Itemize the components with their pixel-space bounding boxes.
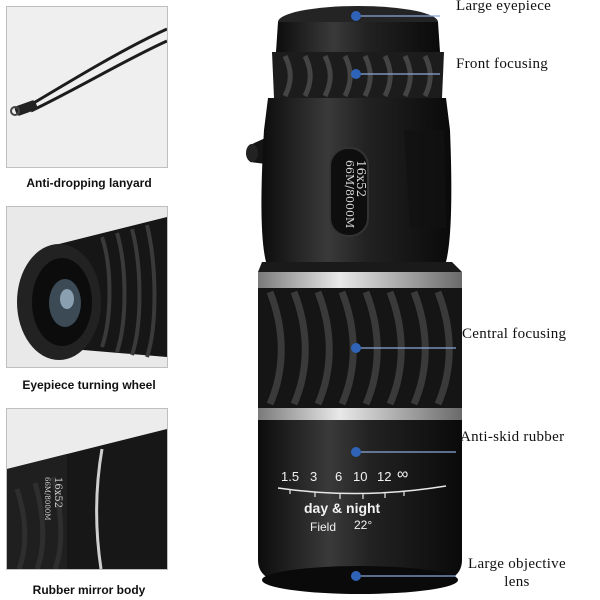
callout-large-eyepiece-text: Large eyepiece: [456, 0, 552, 14]
main-model-line2: 66M/8000M: [343, 160, 356, 229]
lower-body: [258, 420, 462, 578]
callout-dot-anti-skid: [351, 447, 361, 457]
zoom-scale-10: 10: [353, 469, 368, 484]
callout-central-focusing: Central focusing: [462, 326, 566, 343]
model-label-plate: [329, 147, 369, 237]
callout-large-objective-line2: lens: [504, 574, 530, 590]
callout-dot-front-focusing: [351, 69, 361, 79]
zoom-scale-1-5: 1.5: [281, 469, 300, 484]
callout-dot-central-focusing: [351, 343, 361, 353]
callout-leaders: [356, 15, 456, 577]
callout-front-focusing: Front focusing: [456, 56, 548, 73]
rubber-body-illustration: [7, 409, 167, 569]
callout-large-objective-lens: Large objective lens: [468, 555, 566, 591]
callout-anti-skid-rubber: Anti-skid rubber: [460, 429, 564, 446]
callout-anti-skid-rubber-text: Anti-skid rubber: [460, 429, 565, 445]
callout-central-focusing-text: Central focusing: [462, 326, 567, 342]
eyepiece-panel: [6, 206, 168, 368]
zoom-scale-infinity: ∞: [397, 466, 409, 483]
field-angle-text: 22°: [354, 518, 373, 532]
day-night-text: day & night: [304, 500, 381, 516]
lanyard-illustration: [7, 7, 167, 167]
field-text: Field: [310, 520, 337, 534]
callout-dot-objective: [351, 571, 361, 581]
rubber-body-caption: Rubber mirror body: [32, 583, 146, 597]
callout-front-focusing-text: Front focusing: [456, 56, 549, 72]
upper-metal-band: [258, 272, 462, 288]
callout-dot-eyepiece: [351, 11, 361, 21]
front-focusing-grip: [282, 54, 433, 98]
zoom-scale-arc: [277, 485, 447, 495]
main-model-label: 16x52 66M/8000M: [343, 160, 368, 229]
central-focusing-grip: [266, 290, 453, 406]
lanyard-caption: Anti-dropping lanyard: [26, 176, 152, 190]
main-model-line1: 16x52: [354, 160, 368, 198]
lower-metal-band: [258, 408, 462, 420]
callout-large-objective-line1: Large objective: [468, 556, 566, 572]
rubber-body-panel: 16x52 66M/8000M: [6, 408, 168, 570]
lanyard-panel: [6, 6, 168, 168]
eyepiece-illustration: [7, 207, 167, 367]
eyepiece-caption: Eyepiece turning wheel: [22, 378, 156, 392]
callout-large-eyepiece: Large eyepiece: [456, 0, 551, 15]
zoom-scale-3: 3: [310, 469, 318, 484]
objective-lens-rim: [262, 566, 458, 594]
zoom-scale-12: 12: [377, 469, 392, 484]
zoom-scale-6: 6: [335, 469, 343, 484]
